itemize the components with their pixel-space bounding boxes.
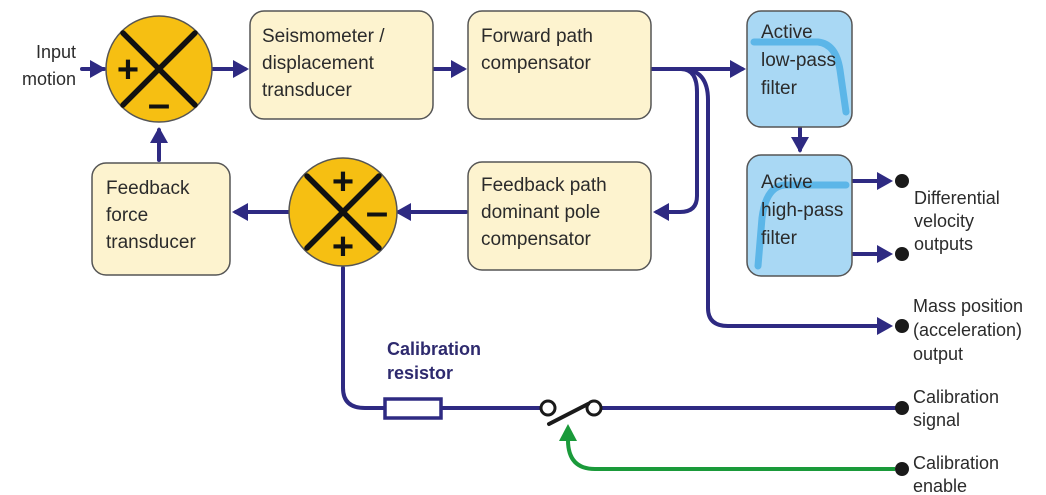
summer-feedback-minus: –: [366, 190, 388, 234]
block-force-line-1: Feedback: [106, 178, 190, 199]
block-highpass-line-3: filter: [761, 228, 798, 249]
block-force-line-2: force: [106, 205, 148, 226]
summing-junction-icon: + – +: [288, 157, 398, 268]
label-calibration-resistor: Calibration resistor: [387, 339, 481, 383]
summer-input-minus-sign: –: [148, 82, 170, 126]
cal-enable-line-2: enable: [913, 476, 967, 495]
cal-signal-line-2: signal: [913, 410, 960, 430]
arrowhead-icon: [877, 245, 893, 263]
block-seismometer-line-2: displacement: [262, 53, 375, 74]
arrowhead-icon: [395, 203, 411, 221]
switch-icon: [539, 399, 603, 426]
arrowheads: [90, 60, 893, 335]
resistor-icon: [383, 397, 443, 420]
label-differential-velocity: Differential velocity outputs: [914, 188, 1000, 254]
highpass-curve-icon: [754, 181, 850, 270]
calibration-path-line: [341, 266, 387, 410]
terminal-dot-icon: [895, 401, 909, 415]
terminal-dot-icon: [895, 247, 909, 261]
summer-input-plus-sign: +: [117, 49, 139, 91]
mass-position-line-3: output: [913, 344, 963, 364]
cal-resistor-line-1: Calibration: [387, 339, 481, 359]
arrowhead-icon: [559, 424, 577, 441]
block-seismometer-line-3: transducer: [262, 80, 352, 101]
terminal-dot-icon: [895, 462, 909, 476]
block-feedback-comp-line-1: Feedback path: [481, 175, 607, 196]
block-force-line-3: transducer: [106, 232, 196, 253]
block-feedback-compensator: Feedback path dominant pole compensator: [467, 161, 652, 271]
block-lowpass-line-3: filter: [761, 78, 798, 99]
label-calibration-enable: Calibration enable: [913, 453, 999, 495]
summer-feedback-plus-bottom: +: [332, 226, 354, 268]
input-motion-line-2: motion: [22, 69, 76, 89]
block-forward-line-2: compensator: [481, 53, 592, 74]
calibration-enable-line: [559, 424, 895, 471]
diff-velocity-line-3: outputs: [914, 234, 973, 254]
block-lowpass-filter: Active low-pass filter: [746, 10, 853, 128]
diff-velocity-line-2: velocity: [914, 211, 974, 231]
mass-position-line-1: Mass position: [913, 296, 1023, 316]
block-feedback-comp-line-2: dominant pole: [481, 202, 600, 223]
block-forward-line-1: Forward path: [481, 26, 593, 47]
arrowhead-icon: [791, 137, 809, 153]
cal-enable-line-1: Calibration: [913, 453, 999, 473]
branch-massposition-line: [679, 67, 882, 328]
block-seismometer-line-1: Seismometer /: [262, 26, 385, 47]
summer-feedback-plus-top: +: [332, 161, 354, 203]
arrowhead-icon: [232, 203, 248, 221]
terminal-dot-icon: [895, 174, 909, 188]
block-forward-compensator: Forward path compensator: [467, 10, 652, 120]
label-calibration-signal: Calibration signal: [913, 387, 999, 430]
diff-velocity-line-1: Differential: [914, 188, 1000, 208]
input-motion-line-1: Input: [36, 42, 76, 62]
arrowhead-icon: [877, 172, 893, 190]
block-highpass-line-1: Active: [761, 172, 813, 193]
label-mass-position: Mass position (acceleration) output: [913, 296, 1023, 364]
lowpass-curve-icon: [750, 38, 850, 116]
cal-resistor-line-2: resistor: [387, 363, 453, 383]
arrowhead-icon: [233, 60, 249, 78]
block-highpass-filter: Active high-pass filter: [746, 154, 853, 277]
block-highpass-line-2: high-pass: [761, 200, 843, 221]
terminal-dot-icon: [895, 319, 909, 333]
block-feedback-force: Feedback force transducer: [91, 162, 231, 276]
arrowhead-icon: [90, 60, 106, 78]
arrowhead-icon: [877, 317, 893, 335]
arrowhead-icon: [150, 127, 168, 143]
cal-signal-line-1: Calibration: [913, 387, 999, 407]
block-feedback-comp-line-3: compensator: [481, 229, 592, 250]
mass-position-line-2: (acceleration): [913, 320, 1022, 340]
arrowhead-icon: [730, 60, 746, 78]
branch-feedback-line: [655, 67, 699, 214]
block-lowpass-line-2: low-pass: [761, 50, 836, 71]
label-input-motion: Input motion: [22, 42, 76, 89]
arrowhead-icon: [653, 203, 669, 221]
summing-junction-icon: + –: [105, 15, 213, 126]
arrowhead-icon: [451, 60, 467, 78]
block-seismometer: Seismometer / displacement transducer: [249, 10, 434, 120]
block-lowpass-line-1: Active: [761, 22, 813, 43]
